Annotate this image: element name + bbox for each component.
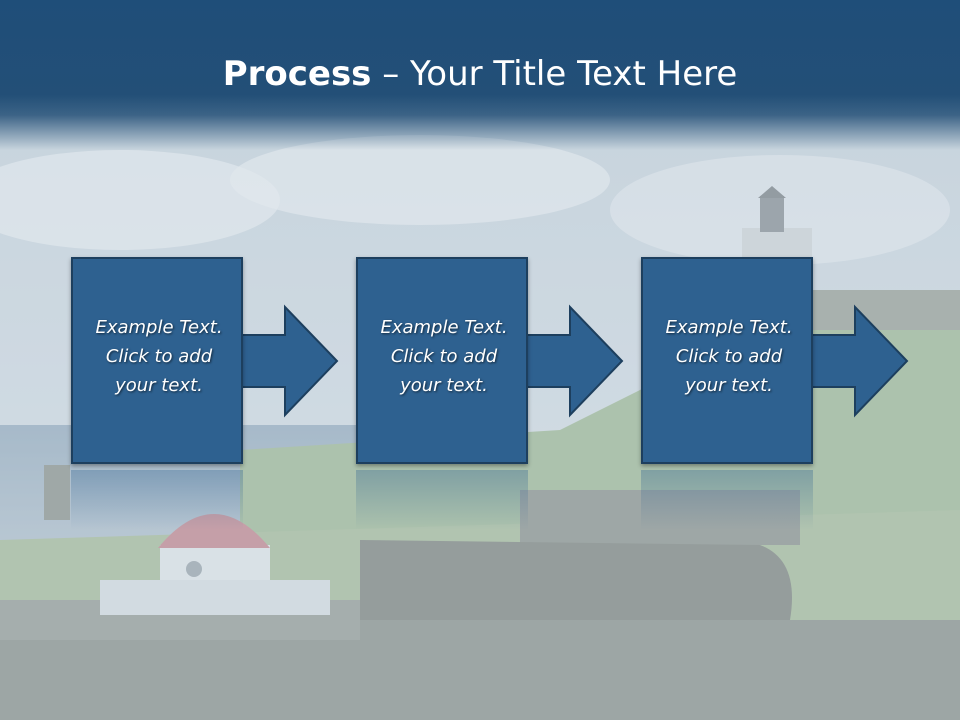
step-box[interactable]: Example Text. Click to add your text. [356,257,528,464]
step-text-line-3: your text. [400,375,488,396]
step-text-line-3: your text. [685,375,773,396]
process-step-2[interactable]: Example Text. Click to add your text. [356,257,626,467]
step-text-line-1: Example Text. [95,317,223,338]
step-text-line-2: Click to add [105,346,213,367]
step-text-line-1: Example Text. [665,317,793,338]
step-text[interactable]: Example Text. Click to add your text. [73,313,245,400]
step-reflection [641,470,813,530]
step-text-line-1: Example Text. [380,317,508,338]
step-reflection [356,470,528,530]
title-rest: – Your Title Text Here [371,54,738,94]
step-text-line-3: your text. [115,375,203,396]
step-text-line-2: Click to add [390,346,498,367]
process-step-1[interactable]: Example Text. Click to add your text. [71,257,341,467]
title-bar: Process – Your Title Text Here [0,0,960,150]
step-text-line-2: Click to add [675,346,783,367]
slide-title[interactable]: Process – Your Title Text Here [0,52,960,96]
step-text[interactable]: Example Text. Click to add your text. [358,313,530,400]
step-box[interactable]: Example Text. Click to add your text. [641,257,813,464]
title-bold: Process [222,54,372,94]
step-reflection [71,470,243,530]
process-step-3[interactable]: Example Text. Click to add your text. [641,257,911,467]
step-text[interactable]: Example Text. Click to add your text. [643,313,815,400]
step-box[interactable]: Example Text. Click to add your text. [71,257,243,464]
